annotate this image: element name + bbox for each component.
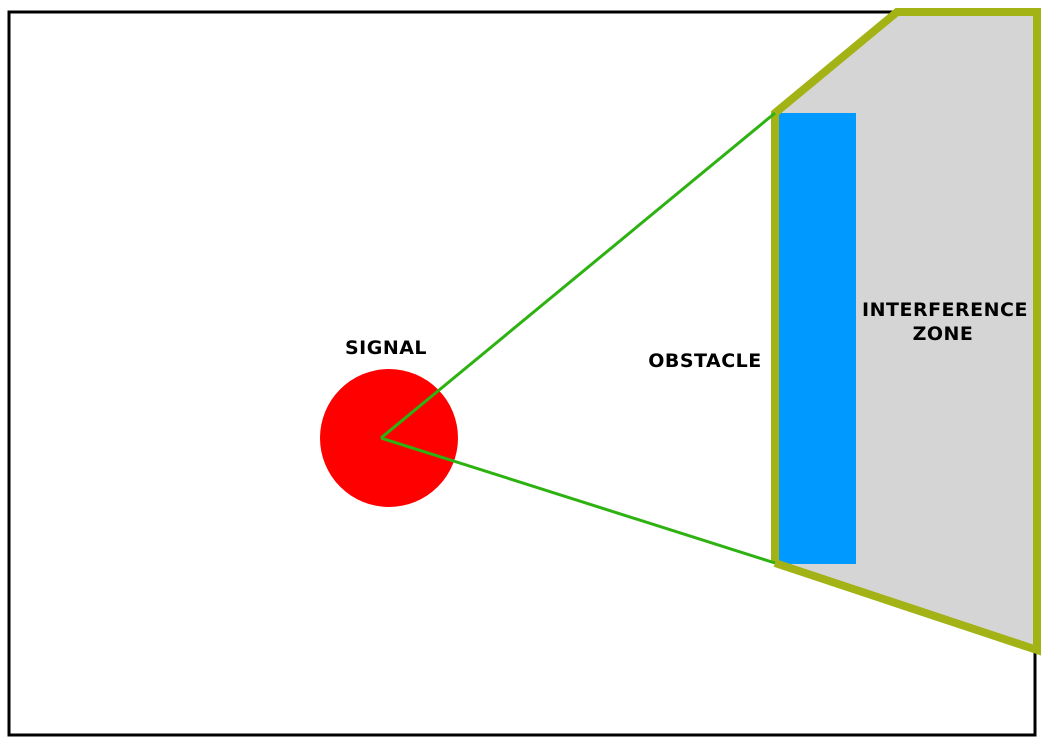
interference-zone-label-line2: ZONE (913, 323, 974, 345)
interference-zone-label-line1: INTERFERENCE (862, 299, 1028, 321)
signal-ray-upper (380, 111, 776, 440)
signal-ray-lower (380, 436, 776, 565)
signal-label: SIGNAL (345, 337, 427, 359)
obstacle-block (779, 113, 856, 564)
interference-zone-outline (771, 8, 1041, 656)
obstacle-label: OBSTACLE (648, 350, 762, 372)
